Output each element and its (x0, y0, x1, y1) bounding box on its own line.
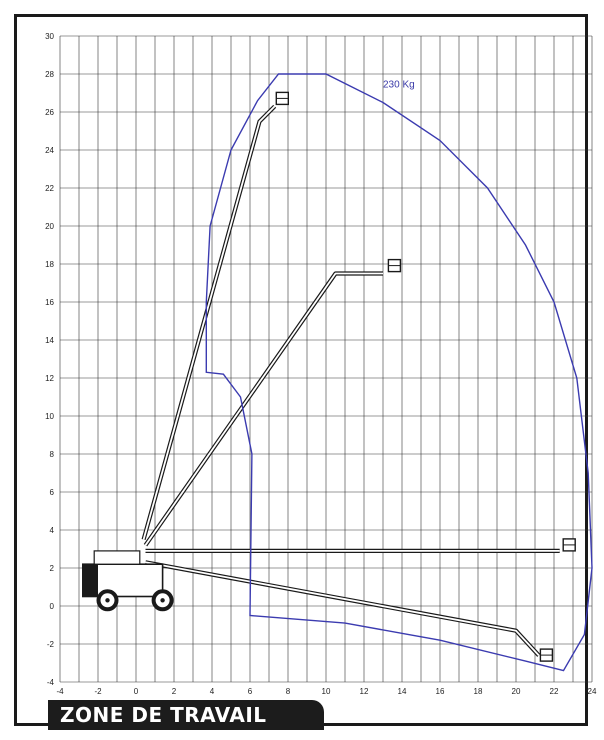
y-tick-label: 14 (45, 336, 54, 345)
x-tick-label: 22 (550, 687, 559, 696)
x-tick-label: 8 (286, 687, 291, 696)
zone-title: ZONE DE TRAVAIL (48, 700, 324, 730)
y-tick-label: 4 (50, 526, 55, 535)
boom-mid-inner (144, 272, 383, 546)
x-tick-label: 6 (248, 687, 253, 696)
boom-low-inner (145, 561, 540, 657)
y-tick-label: 16 (45, 298, 54, 307)
y-tick-label: 6 (50, 488, 55, 497)
y-tick-label: 28 (45, 70, 54, 79)
chassis-end (82, 564, 98, 597)
y-tick-label: 0 (50, 602, 55, 611)
boom-vertical-inner (142, 105, 276, 540)
y-tick-label: 8 (50, 450, 55, 459)
load-capacity-label: 230 Kg (383, 79, 415, 90)
y-tick-label: 2 (50, 564, 55, 573)
x-tick-label: 20 (512, 687, 521, 696)
x-tick-label: 2 (172, 687, 177, 696)
turret (93, 550, 141, 565)
y-tick-label: 20 (45, 222, 54, 231)
y-tick-label: 10 (45, 412, 54, 421)
x-tick-label: 10 (322, 687, 331, 696)
x-tick-label: 12 (360, 687, 369, 696)
x-tick-label: 18 (474, 687, 483, 696)
y-tick-label: -4 (47, 678, 55, 687)
machine-base (82, 550, 174, 612)
wheel-hub (160, 598, 165, 603)
y-tick-label: 24 (45, 146, 54, 155)
working-envelope (205, 73, 593, 672)
grid (59, 35, 593, 683)
x-tick-label: 16 (436, 687, 445, 696)
x-tick-label: 4 (210, 687, 215, 696)
y-tick-label: 22 (45, 184, 54, 193)
boom-low (145, 560, 541, 657)
x-tick-label: -2 (94, 687, 102, 696)
x-tick-label: 0 (134, 687, 139, 696)
y-tick-label: -2 (47, 640, 55, 649)
y-tick-label: 12 (45, 374, 54, 383)
y-tick-label: 18 (45, 260, 54, 269)
x-tick-label: 14 (398, 687, 407, 696)
x-tick-label: -4 (56, 687, 64, 696)
boom-positions (141, 91, 576, 662)
y-tick-label: 30 (45, 32, 54, 41)
y-tick-label: 26 (45, 108, 54, 117)
boom-vertical (141, 104, 277, 541)
x-tick-label: 24 (588, 687, 597, 696)
wheel-hub (105, 598, 110, 603)
